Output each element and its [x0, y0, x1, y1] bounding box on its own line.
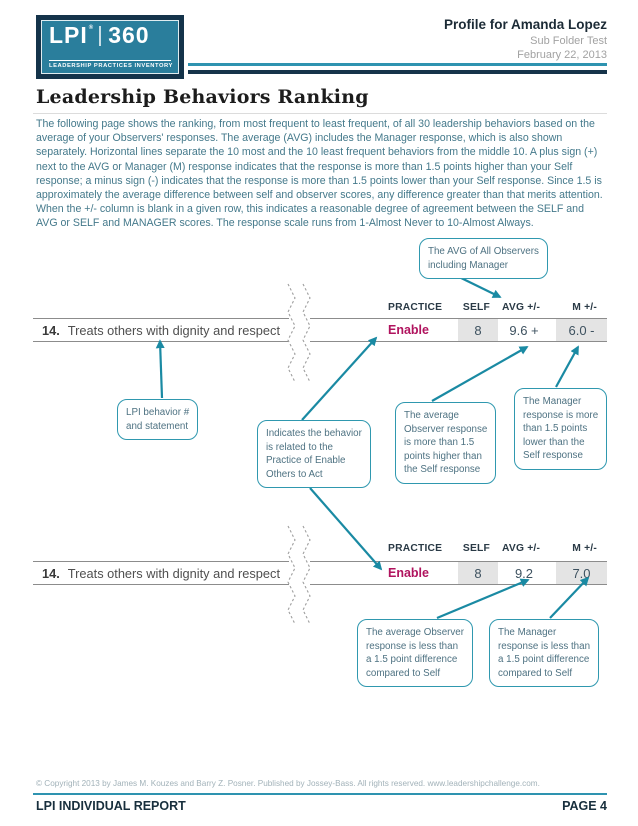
behavior-row-right: Enable 8 9.2 7.0: [310, 561, 607, 585]
logo-360-text: 360: [108, 22, 150, 48]
table-break-zigzag: [302, 525, 311, 625]
arrow-manager-lower-to-m-value: [555, 345, 579, 388]
callout-practice-related: Indicates the behavior is related to the…: [257, 420, 371, 489]
behavior-statement: Treats others with dignity and respect: [67, 322, 280, 338]
registered-trademark-mark: ®: [88, 25, 94, 31]
table-break-zigzag: [302, 283, 311, 383]
behavior-statement: Treats others with dignity and respect: [67, 565, 280, 581]
self-score: 8: [458, 319, 498, 341]
avg-score: 9.6 +: [509, 322, 539, 338]
col-header-practice: PRACTICE: [388, 543, 443, 554]
callout-manager-within: The Manager response is less than a 1.5 …: [489, 619, 600, 688]
title-divider: [33, 113, 607, 114]
col-header-avg: AVG +/-: [502, 543, 541, 554]
logo-inner-panel: LPI ® 360 LEADERSHIP PRACTICES INVENTORY: [41, 20, 179, 74]
table-break-zigzag: [287, 525, 296, 625]
behavior-number: 14.: [42, 565, 60, 581]
profile-date: February 22, 2013: [517, 49, 607, 61]
footer-rule: [33, 793, 607, 795]
logo-tagline: LEADERSHIP PRACTICES INVENTORY: [49, 59, 172, 69]
lpi-360-logo: LPI ® 360 LEADERSHIP PRACTICES INVENTORY: [36, 15, 184, 79]
logo-divider: [99, 25, 102, 46]
arrow-observer-within-to-avg-value: [436, 578, 530, 620]
report-header-info: Profile for Amanda Lopez Sub Folder Test…: [444, 17, 607, 61]
behavior-row-right: Enable 8 9.6 + 6.0 -: [310, 318, 607, 342]
copyright-line: © Copyright 2013 by James M. Kouzes and …: [36, 779, 540, 788]
col-header-self: SELF: [462, 543, 490, 554]
profile-subtitle: Sub Folder Test: [530, 34, 607, 47]
col-header-practice: PRACTICE: [388, 302, 443, 313]
profile-title: Profile for Amanda Lopez: [443, 17, 607, 32]
header-rule-navy: [188, 70, 607, 74]
page-number-label: PAGE 4: [562, 799, 607, 813]
arrow-practice-callout-to-enable-1: [301, 336, 378, 421]
self-score: 8: [458, 562, 498, 584]
col-header-avg: AVG +/-: [502, 302, 541, 313]
practice-value: Enable: [388, 566, 429, 580]
intro-paragraph: The following page shows the ranking, fr…: [36, 118, 603, 230]
behavior-row-left: 14. Treats others with dignity and respe…: [33, 561, 289, 585]
behavior-row-left: 14. Treats others with dignity and respe…: [33, 318, 289, 342]
manager-score: 6.0 -: [556, 319, 607, 341]
arrow-observer-higher-to-avg-value: [431, 346, 529, 402]
callout-observer-within: The average Observer response is less th…: [357, 619, 474, 688]
arrow-lpi-callout-to-statement: [155, 339, 165, 399]
callout-observer-higher: The average Observer response is more th…: [395, 402, 497, 484]
col-header-m: M +/-: [572, 543, 597, 554]
manager-score: 7.0: [556, 562, 607, 584]
logo-lpi-text: LPI: [49, 22, 88, 48]
col-header-m: M +/-: [572, 302, 597, 313]
table-break-zigzag: [287, 283, 296, 383]
callout-avg-observers: The AVG of All Observers including Manag…: [419, 238, 548, 280]
logo-wordmark: LPI ® 360: [49, 24, 171, 47]
page-title: Leadership Behaviors Ranking: [36, 86, 369, 108]
report-type-label: LPI INDIVIDUAL REPORT: [36, 799, 186, 813]
behavior-number: 14.: [42, 322, 60, 338]
callout-manager-lower: The Manager response is more than 1.5 po…: [514, 388, 608, 470]
arrow-practice-callout-to-enable-2: [309, 487, 383, 571]
avg-score: 9.2: [514, 565, 534, 581]
callout-lpi-behavior: LPI behavior # and statement: [117, 399, 199, 441]
col-header-self: SELF: [462, 302, 490, 313]
header-rule-teal: [188, 63, 607, 66]
practice-value: Enable: [388, 323, 429, 337]
